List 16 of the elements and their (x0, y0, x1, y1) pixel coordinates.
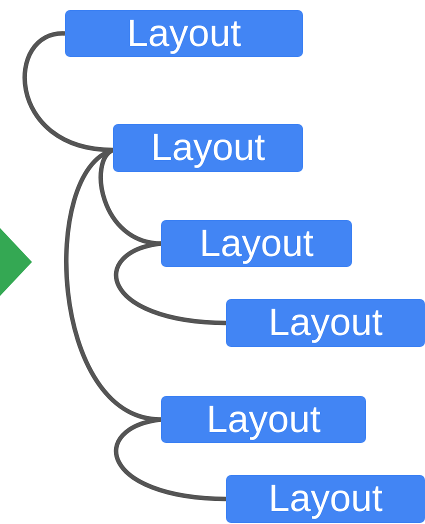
node-label: Layout (268, 304, 383, 342)
layout-box (161, 396, 366, 443)
connector-line (114, 241, 226, 326)
layout-box (65, 10, 303, 57)
node-label: Layout (150, 129, 266, 167)
node-label: Layout (268, 480, 383, 518)
layout-box (226, 475, 425, 523)
layout-box (113, 124, 303, 172)
layout-box (226, 299, 425, 347)
layout-box (161, 220, 352, 267)
node-label: Layout (206, 400, 321, 438)
node-label: Layout (126, 14, 242, 52)
node-label: Layout (199, 224, 314, 262)
connector-line (22, 31, 114, 152)
connector-line (114, 417, 226, 502)
connector-line (64, 148, 162, 422)
